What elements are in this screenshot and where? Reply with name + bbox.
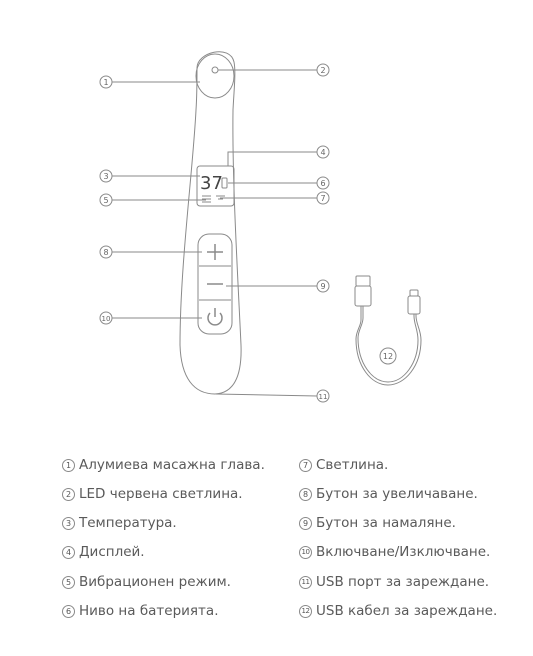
callout-3: 3: [103, 172, 108, 181]
massage-head: [195, 53, 235, 99]
legend-num: 3: [62, 516, 75, 530]
legend-item-4: 4 Дисплей.: [62, 544, 145, 560]
power-icon: [207, 312, 223, 326]
legend-num: 5: [62, 575, 75, 589]
legend-num: 10: [299, 545, 312, 559]
legend-num: 8: [299, 487, 312, 501]
device-body: [179, 51, 242, 395]
legend-text: USB кабел за зареждане.: [316, 603, 498, 619]
legend-num: 9: [299, 516, 312, 530]
callout-11: 11: [319, 393, 328, 401]
legend-item-7: 7 Светлина.: [299, 457, 388, 473]
legend-item-9: 9 Бутон за намаляне.: [299, 515, 456, 531]
legend-text: Бутон за увеличаване.: [316, 486, 478, 502]
legend-item-2: 2 LED червена светлина.: [62, 486, 243, 502]
legend-num: 12: [299, 604, 312, 618]
legend-text: Вибрационен режим.: [79, 574, 231, 590]
callout-1: 1: [103, 78, 108, 87]
legend-num: 11: [299, 575, 312, 589]
callout-8: 8: [103, 248, 108, 257]
legend-item-10: 10 Включване/Изключване.: [299, 544, 490, 560]
callout-4: 4: [320, 148, 325, 157]
callout-6: 6: [320, 179, 325, 188]
callout-10: 10: [102, 315, 111, 323]
display-screen: [196, 165, 235, 207]
led-light: [211, 66, 219, 74]
button-panel: [197, 233, 233, 335]
legend-text: Включване/Изключване.: [316, 544, 491, 560]
legend-item-1: 1 Алумиева масажна глава.: [62, 457, 265, 473]
callout-7: 7: [320, 194, 325, 203]
legend-item-12: 12 USB кабел за зареждане.: [299, 603, 497, 619]
legend-text: LED червена светлина.: [79, 486, 243, 502]
legend-num: 4: [62, 545, 75, 559]
legend-num: 6: [62, 604, 75, 618]
legend-text: Бутон за намаляне.: [316, 515, 456, 531]
legend-num: 7: [299, 458, 312, 472]
legend-num: 1: [62, 458, 75, 472]
legend-item-3: 3 Температура.: [62, 515, 177, 531]
legend-item-8: 8 Бутон за увеличаване.: [299, 486, 478, 502]
callout-9: 9: [320, 282, 325, 291]
device-diagram: 37 1 2 3 4 5 6 7 8 9 10 11 12: [99, 51, 422, 403]
legend-text: Алумиева масажна глава.: [79, 457, 265, 473]
battery-icon: [221, 177, 228, 189]
legend-text: Ниво на батерията.: [79, 603, 219, 619]
legend-text: Температура.: [79, 515, 177, 531]
display-temperature: 37: [200, 173, 223, 194]
legend-text: Светлина.: [316, 457, 389, 473]
legend-item-11: 11 USB порт за зареждане.: [299, 574, 489, 590]
usb-cable: [354, 275, 422, 386]
legend-text: Дисплей.: [79, 544, 145, 560]
callout-2: 2: [320, 66, 325, 75]
callout-12: 12: [383, 352, 393, 361]
legend-text: USB порт за зареждане.: [316, 574, 490, 590]
legend-item-5: 5 Вибрационен режим.: [62, 574, 231, 590]
legend-num: 2: [62, 487, 75, 501]
callout-5: 5: [103, 196, 108, 205]
legend-item-6: 6 Ниво на батерията.: [62, 603, 218, 619]
